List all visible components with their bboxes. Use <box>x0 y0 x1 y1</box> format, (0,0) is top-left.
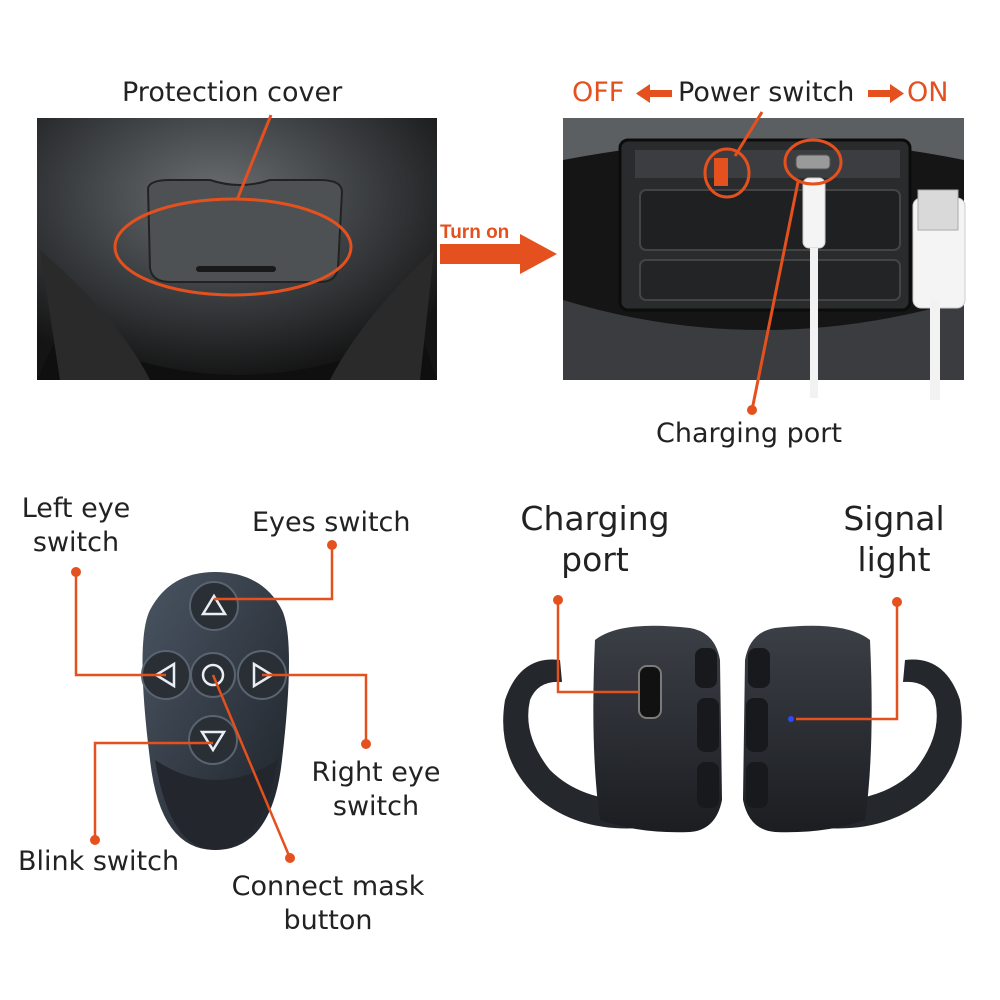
ring-charging-port <box>638 665 662 719</box>
ring-charging-port-leader <box>556 600 640 694</box>
ring-charging-port-label: Charging port <box>520 499 670 580</box>
blink-switch-leader <box>93 741 213 840</box>
on-arrow <box>868 84 904 103</box>
on-label: ON <box>907 77 949 108</box>
power-switch-leader <box>733 111 764 157</box>
turn-on-label: Turn on <box>440 222 510 243</box>
blink-switch-label: Blink switch <box>18 846 180 877</box>
mask-cover-photo <box>37 118 437 380</box>
charging-port-label-top: Charging port <box>656 418 842 449</box>
charging-port-highlight <box>783 138 843 186</box>
signal-light <box>788 716 794 722</box>
charging-port-leader <box>750 181 800 411</box>
signal-light-leader <box>796 602 899 721</box>
ring-left <box>503 625 722 833</box>
power-switch-label: Power switch <box>678 77 855 108</box>
left-eye-switch-leader <box>74 572 166 677</box>
left-eye-switch-label: Left eye switch <box>21 493 131 558</box>
power-switch-highlight <box>703 147 751 199</box>
turn-on-arrow <box>440 234 557 274</box>
connect-mask-leader <box>211 674 292 859</box>
right-eye-switch-leader <box>262 673 368 744</box>
off-label: OFF <box>572 77 625 108</box>
right-eye-switch-label: Right eye switch <box>311 757 441 822</box>
eyes-switch-label: Eyes switch <box>252 507 411 538</box>
battery-compartment-photo <box>563 118 966 400</box>
protection-cover-label: Protection cover <box>122 77 343 108</box>
connect-mask-button-label: Connect mask button <box>231 871 425 936</box>
eyes-switch-button <box>189 581 239 631</box>
blink-switch-button <box>188 715 238 765</box>
remote-control <box>141 572 289 850</box>
signal-light-label: Signal light <box>843 499 945 580</box>
off-arrow <box>636 84 672 103</box>
protection-cover-leader <box>235 114 273 201</box>
ring-right <box>743 625 962 833</box>
protection-cover-highlight <box>113 197 353 297</box>
eyes-switch-leader <box>214 545 334 601</box>
